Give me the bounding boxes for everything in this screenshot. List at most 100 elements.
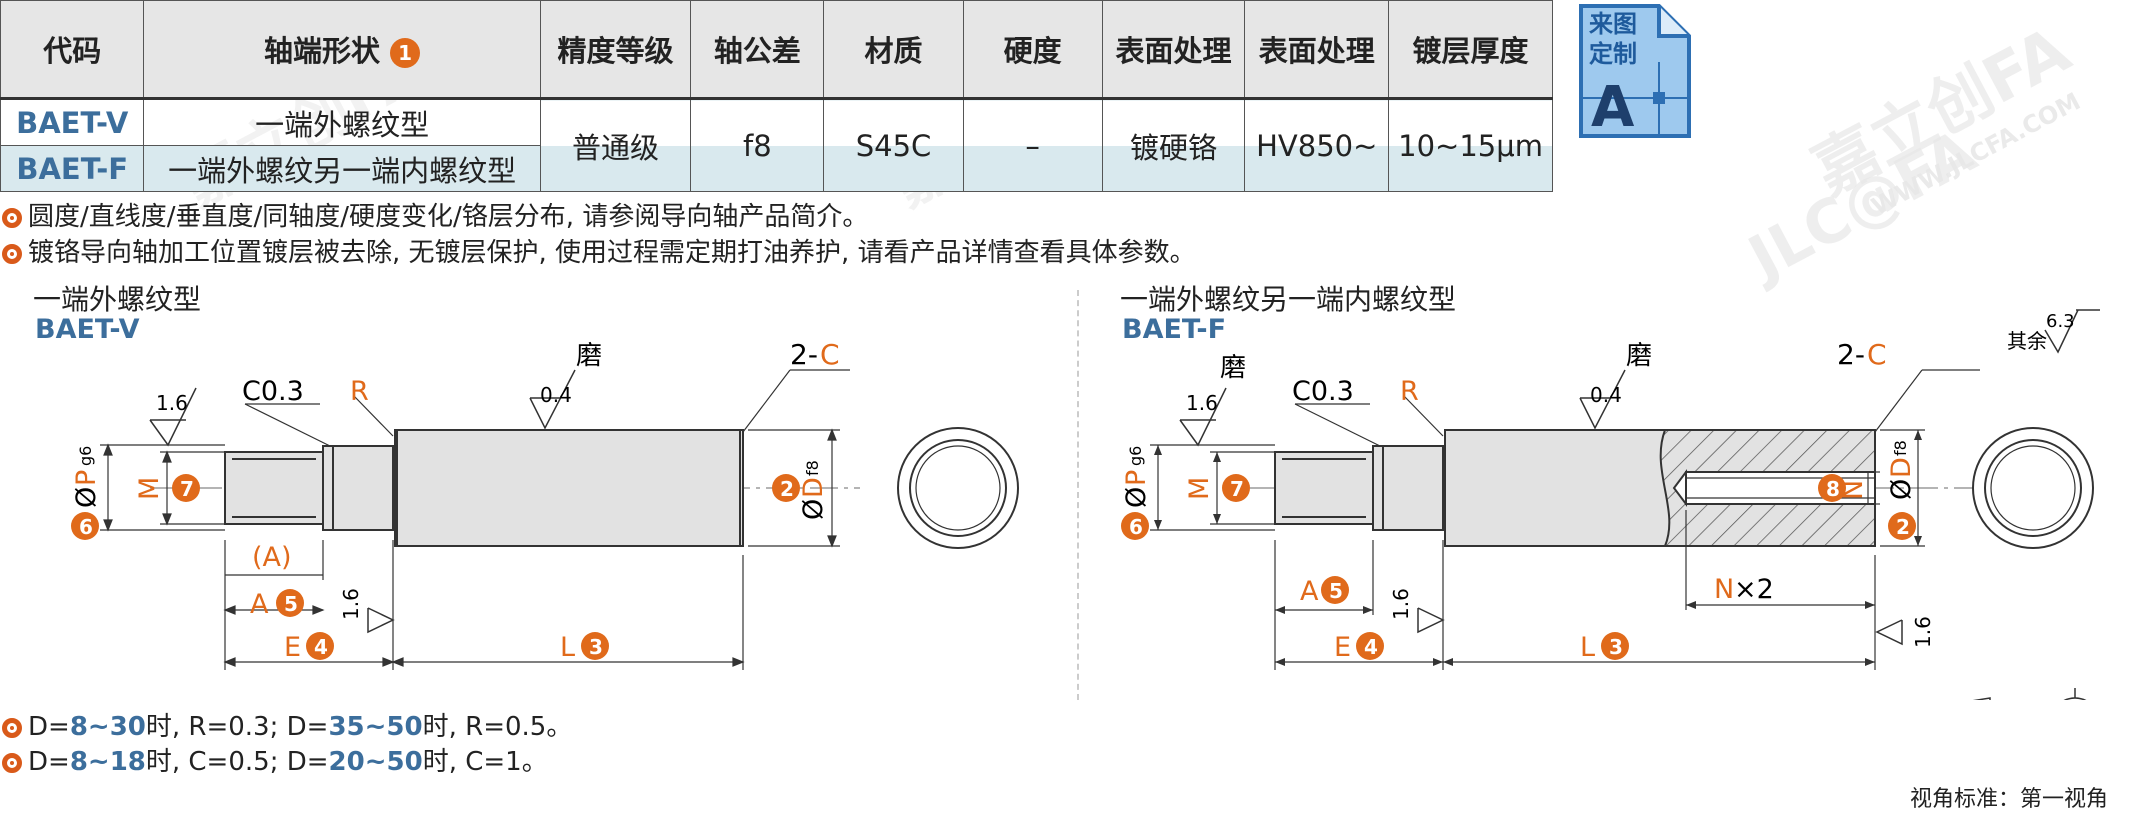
note-top-2-text: 镀铬导向轴加工位置镀层被去除, 无镀层保护, 使用过程需定期打油养护, 请看产品… [28,238,1196,268]
left-badge-2 [772,474,800,502]
left-phi-d: Ø [798,499,829,520]
roughness-prefix: 其余 [2007,329,2047,353]
left-drawing: 磨 0.4 1.6 C0.3 R 2- C (A) A 5 E 4 L 3 1.… [71,338,1019,670]
note-bottom-2-p1: D= [28,747,70,777]
row-code: BAET-V [0,98,145,146]
left-2c-prefix: 2- [790,338,818,371]
header-tolerance: 轴公差 [690,0,825,100]
right-phi: Ø [1121,487,1152,508]
right-badge-8 [1818,474,1846,502]
left-badge-3-text: 3 [589,635,603,659]
left-a-label: A [250,589,269,620]
left-m: M [134,477,165,500]
table-row: BAET-F 一端外螺纹另一端内螺纹型 [0,145,1553,192]
right-p: P [1121,470,1152,486]
right-n-label: N [1714,574,1734,605]
right-grind-label: 磨 [1626,341,1652,371]
custom-drawing-badge: 来图 定制 A [1579,4,1691,140]
projection-symbol-icon [1972,688,2087,700]
roughness-value: 6.3 [2046,311,2075,332]
header-shape-badge: 1 [390,38,421,68]
row-shape: 一端外螺纹型 [143,98,541,146]
section-divider [1077,290,1079,700]
left-c03-label: C0.3 [242,376,304,407]
right-ra16-bottom: 1.6 [1389,588,1413,620]
header-shape-label: 轴端形状 [264,34,381,68]
note-bottom-2-h2: 20~50 [328,747,423,777]
left-d: D [798,477,829,498]
note-bottom-2-h1: 8~18 [69,747,146,777]
right-phi-d: Ø [1886,479,1917,500]
left-badge-7-text: 7 [180,477,194,501]
left-ra16-top: 1.6 [156,391,188,415]
header-hardness: 硬度 [962,0,1103,100]
header-precision: 精度等级 [539,0,692,100]
right-c03-label: C0.3 [1292,376,1354,407]
bullet-icon [2,243,22,264]
bullet-icon [2,717,22,738]
left-badge-6-text: 6 [79,515,93,539]
right-badge-6-text: 6 [1129,515,1143,539]
left-r-label: R [350,376,369,407]
left-c-label: C [820,338,840,371]
left-a-paren: (A) [252,542,292,573]
right-ra04: 0.4 [1590,383,1622,407]
right-d: D [1886,457,1917,478]
right-n-vert: N [1838,480,1869,500]
left-badge-6 [71,512,99,540]
header-code: 代码 [0,0,145,100]
left-badge-4 [306,632,334,660]
right-g6: g6 [1126,446,1145,466]
note-bottom-2-p3: 时, C=1。 [422,747,548,777]
cell-surface-1: 镀硬铬 [1101,98,1246,192]
right-drawing: 磨 磨 0.4 1.6 C0.3 R 2- C A 5 E 4 L 3 N ×2… [1121,309,2100,700]
note-bottom-1-h1: 8~30 [69,712,146,742]
header-surface-1: 表面处理 [1101,0,1246,100]
cell-precision: 普通级 [539,98,692,192]
right-drawing-title: 一端外螺纹另一端内螺纹型 [1120,283,1457,316]
note-bottom-1-p3: 时, R=0.5。 [422,712,573,742]
right-badge-2 [1888,512,1916,540]
right-m: M [1184,477,1215,500]
left-e-label: E [284,632,301,663]
row-code: BAET-F [0,145,145,192]
right-ra16-top: 1.6 [1186,391,1218,415]
right-e-label: E [1334,632,1351,663]
right-2c-prefix: 2- [1837,338,1865,371]
note-bottom-2-p2: 时, C=0.5; D= [145,747,329,777]
header-shape: 轴端形状 1 [143,0,541,100]
right-badge-8-text: 8 [1826,477,1840,501]
cell-material: S45C [823,98,964,192]
table-header-row: 代码 轴端形状 1 精度等级 轴公差 材质 硬度 表面处理 表面处理 镀层厚度 [0,0,1553,100]
right-badge-3 [1601,632,1629,660]
badge-line2: 定制 [1589,40,1637,68]
header-material: 材质 [823,0,964,100]
note-top-1: 圆度/直线度/垂直度/同轴度/硬度变化/铬层分布, 请参阅导向轴产品简介。 [2,200,868,234]
bullet-icon [2,207,22,228]
view-standard: 视角标准：第一视角 [1910,787,2109,812]
cell-surface-2: HV850~ [1244,98,1390,192]
left-badge-5-text: 5 [284,592,298,616]
badge-letter: A [1591,75,1635,140]
table-row: BAET-V 一端外螺纹型 普通级 f8 S45C – 镀硬铬 HV850~ 1… [0,98,1553,192]
right-badge-3-text: 3 [1609,635,1623,659]
note-top-2: 镀铬导向轴加工位置镀层被去除, 无镀层保护, 使用过程需定期打油养护, 请看产品… [2,236,1196,270]
note-bottom-1-p2: 时, R=0.3; D= [145,712,329,742]
right-a-label: A [1300,576,1319,607]
header-thickness: 镀层厚度 [1388,0,1553,100]
right-badge-2-text: 2 [1896,515,1910,539]
right-c-label: C [1867,338,1887,371]
cell-thickness: 10~15μm [1388,98,1553,192]
left-badge-2-text: 2 [780,477,794,501]
right-badge-7-text: 7 [1230,477,1244,501]
left-ra16-bottom: 1.6 [339,588,363,620]
left-drawing-code: BAET-V [35,314,140,345]
note-top-1-text: 圆度/直线度/垂直度/同轴度/硬度变化/铬层分布, 请参阅导向轴产品简介。 [28,202,869,232]
badge-line1: 来图 [1589,10,1637,38]
cell-hardness: – [962,98,1103,192]
note-bottom-1-p1: D= [28,712,70,742]
right-f8: f8 [1891,440,1910,456]
bullet-icon [2,752,22,773]
spec-table: 代码 轴端形状 1 精度等级 轴公差 材质 硬度 表面处理 表面处理 镀层厚度 … [0,0,1553,192]
right-drawing-code: BAET-F [1122,314,1227,345]
